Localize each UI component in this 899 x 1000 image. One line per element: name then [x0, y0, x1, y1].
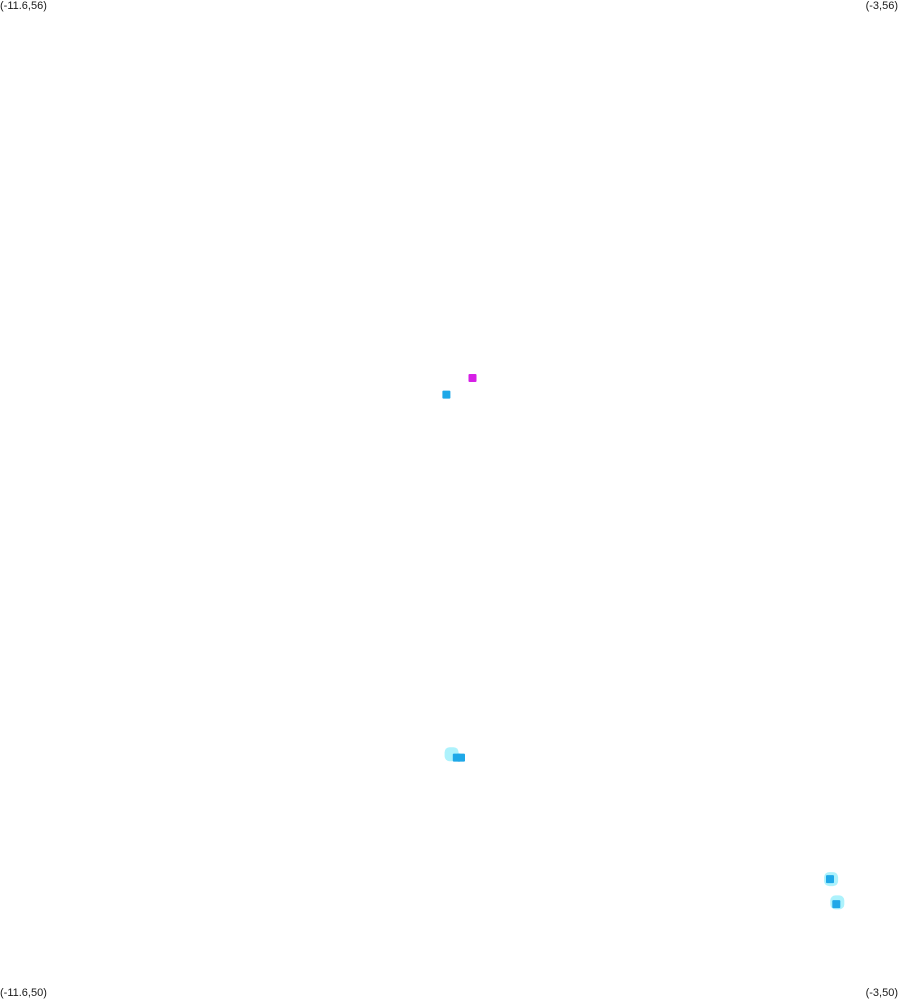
- map-marker[interactable]: [457, 753, 465, 762]
- corner-label-bottom-right: (-3,50): [865, 987, 898, 999]
- map-marker[interactable]: [442, 390, 451, 399]
- corner-label-top-right: (-3,56): [865, 0, 898, 12]
- corner-label-top-left: (-11.6,56): [0, 0, 47, 12]
- map-marker[interactable]: [468, 374, 477, 382]
- map-marker[interactable]: [832, 900, 841, 909]
- corner-label-bottom-left: (-11.6,50): [0, 987, 47, 999]
- map-marker[interactable]: [826, 875, 834, 884]
